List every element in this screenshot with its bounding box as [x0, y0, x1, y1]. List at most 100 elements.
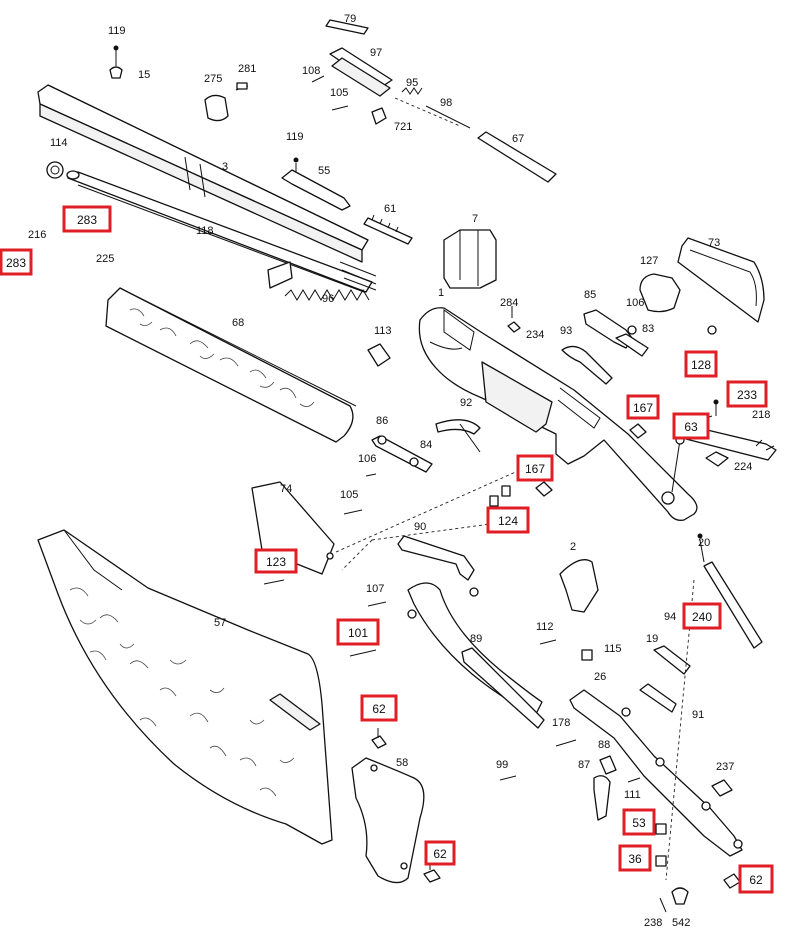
callout-123-text: 123: [266, 555, 286, 569]
label-105b: 105: [340, 489, 358, 501]
lever-part: [341, 519, 545, 729]
label-26: 26: [594, 671, 606, 683]
forend-part: [105, 287, 357, 443]
spring-part: [284, 289, 370, 301]
spring-cover-part: [561, 345, 613, 385]
label-group: 119 15 275 281 79 97 108 95 105 721 98 6…: [28, 13, 770, 929]
magazine-tube-part: [66, 170, 377, 293]
label-89: 89: [470, 633, 482, 645]
bolt-part: [311, 19, 557, 183]
callout-62-bottom-text: 62: [433, 847, 447, 861]
barrel-part: [37, 84, 369, 263]
label-1: 1: [438, 287, 444, 299]
callout-124: 124: [486, 506, 530, 534]
label-68: 68: [232, 317, 244, 329]
label-58: 58: [396, 757, 408, 769]
callout-101-text: 101: [348, 626, 368, 640]
link-part: [343, 435, 433, 515]
follower-part: [367, 343, 391, 367]
label-99: 99: [496, 759, 508, 771]
lever-spring-part: [435, 419, 481, 453]
label-92: 92: [460, 397, 472, 409]
callout-101: 101: [336, 618, 380, 646]
small-parts-lower: [499, 579, 741, 913]
screw-62b-part: [423, 862, 441, 883]
callout-167-right: 167: [626, 394, 660, 420]
callout-62-right: 62: [738, 864, 774, 894]
label-284: 284: [500, 297, 518, 309]
callout-53-text: 53: [632, 816, 646, 830]
label-97: 97: [370, 47, 382, 59]
label-87: 87: [578, 759, 590, 771]
label-83: 83: [642, 323, 654, 335]
label-105a: 105: [330, 87, 348, 99]
screws-frame: [489, 306, 647, 507]
buttstock-part: [37, 529, 333, 845]
label-108: 108: [302, 65, 320, 77]
label-225: 225: [96, 253, 114, 265]
label-127: 127: [640, 255, 658, 267]
label-57: 57: [214, 617, 226, 629]
callout-283-top-text: 283: [77, 213, 97, 227]
highlight-callouts: 283 283 128 233 167 63 167 124: [0, 205, 774, 894]
label-86: 86: [376, 415, 388, 427]
label-67: 67: [512, 133, 524, 145]
label-216: 216: [28, 229, 46, 241]
label-84: 84: [420, 439, 432, 451]
carrier-part: [443, 229, 497, 289]
callout-233-text: 233: [737, 388, 757, 402]
callout-283-top: 283: [62, 205, 112, 233]
callout-283-left-text: 283: [6, 256, 26, 270]
label-79: 79: [344, 13, 356, 25]
label-114: 114: [50, 137, 68, 149]
label-15: 15: [138, 69, 150, 81]
muzzle-cap-part: [46, 161, 64, 179]
label-542: 542: [672, 917, 690, 929]
label-234: 234: [526, 329, 544, 341]
label-73: 73: [708, 237, 720, 249]
label-275: 275: [204, 73, 222, 85]
callout-63: 63: [672, 412, 710, 440]
callout-240-text: 240: [692, 610, 712, 624]
label-90: 90: [414, 521, 426, 533]
callout-283-left: 283: [0, 248, 33, 276]
label-218: 218: [752, 409, 770, 421]
buttplate-part: [351, 757, 425, 884]
callout-36: 36: [618, 844, 652, 872]
callout-62-right-text: 62: [749, 873, 763, 887]
label-118: 118: [196, 225, 214, 237]
label-106a: 106: [626, 297, 644, 309]
label-721: 721: [394, 121, 412, 133]
mainspring-part: [697, 533, 763, 649]
label-91: 91: [692, 709, 704, 721]
callout-36-text: 36: [628, 852, 642, 866]
callout-167-center-text: 167: [525, 462, 545, 476]
label-7: 7: [472, 213, 478, 225]
callout-62-mid-text: 62: [372, 702, 386, 716]
label-115: 115: [604, 643, 622, 655]
label-112: 112: [536, 621, 554, 633]
label-85: 85: [584, 289, 596, 301]
label-88: 88: [598, 739, 610, 751]
callout-167-right-text: 167: [633, 401, 653, 415]
trigger-hammer-part: [539, 559, 599, 661]
label-61: 61: [384, 203, 396, 215]
receiver-frame-part: [418, 307, 698, 521]
label-95: 95: [406, 77, 418, 89]
label-106b: 106: [358, 453, 376, 465]
label-224: 224: [734, 461, 752, 473]
label-107: 107: [366, 583, 384, 595]
hammer-ejector-part: [583, 309, 649, 357]
label-55: 55: [318, 165, 330, 177]
label-3: 3: [222, 161, 228, 173]
label-281: 281: [238, 63, 256, 75]
callout-53: 53: [622, 808, 656, 836]
callout-240: 240: [682, 602, 722, 630]
lower-tang-part: [569, 689, 743, 857]
callout-128-text: 128: [691, 358, 711, 372]
side-plate-part: [639, 237, 765, 335]
screw-62a-part: [371, 728, 387, 749]
callout-62-bottom: 62: [424, 840, 456, 866]
callout-233: 233: [726, 380, 768, 408]
label-111: 111: [624, 789, 641, 801]
